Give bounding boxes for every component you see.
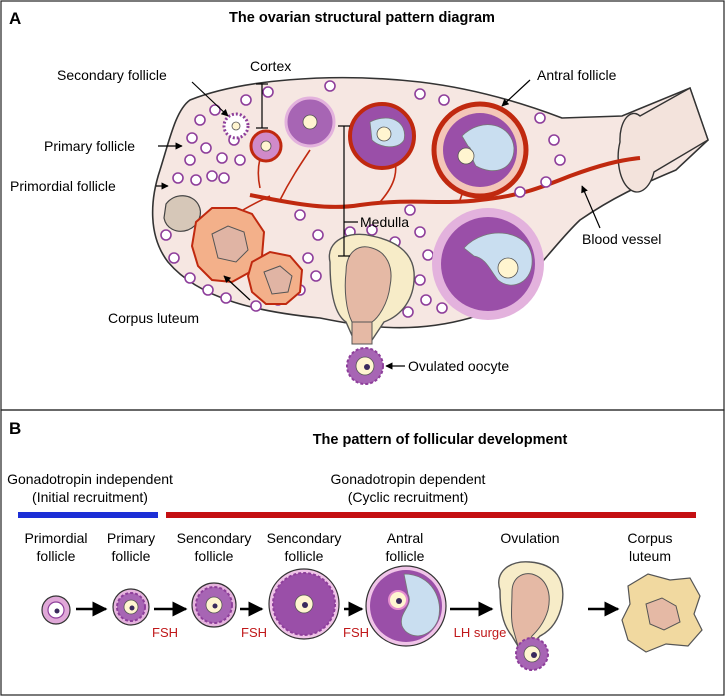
follicle-red-ring: [249, 129, 283, 163]
independent-line2: (Initial recruitment): [32, 489, 148, 505]
dependent-line2: (Cyclic recruitment): [348, 489, 469, 505]
secondary-follicle: [222, 112, 250, 140]
blood-vessel-main: [249, 156, 641, 209]
blood-vessel-branch: [279, 149, 311, 201]
label-secondary-follicle: Secondary follicle: [57, 67, 167, 83]
ovary-ligament: [617, 86, 709, 193]
stage-label-line2: follicle: [37, 548, 76, 564]
antral-follicle: [431, 101, 529, 199]
label-primary-follicle: Primary follicle: [44, 138, 135, 154]
corpus-luteum-small: [246, 250, 304, 305]
label-medulla: Medulla: [360, 214, 409, 230]
panel-b-title: The pattern of follicular development: [313, 432, 568, 448]
dependent-line1: Gonadotropin dependent: [331, 471, 486, 487]
stage-label-line1: Primordial: [24, 530, 87, 546]
stage-primary-follicle: [112, 588, 150, 626]
preantral-follicle: [348, 102, 416, 170]
stage-ovulation: [498, 561, 564, 671]
pointer-arrows: [156, 79, 601, 370]
ovulated-oocyte: [346, 347, 384, 385]
stage-label-line2: follicle: [195, 548, 234, 564]
hormone-label: FSH: [343, 625, 369, 640]
stage-label-line1: Sencondary: [267, 530, 342, 546]
hormone-label: LH surge: [454, 625, 507, 640]
stage-label-line2: luteum: [629, 548, 671, 564]
stage-label-line2: follicle: [112, 548, 151, 564]
large-secondary-follicle: [284, 96, 336, 148]
stage-label-line1: Sencondary: [177, 530, 252, 546]
label-cortex: Cortex: [250, 58, 291, 74]
label-ovulated-oocyte: Ovulated oocyte: [408, 358, 509, 374]
label-antral-follicle: Antral follicle: [537, 67, 617, 83]
large-antral-follicle: [432, 208, 544, 320]
stage-primordial-follicle: [41, 595, 71, 625]
stage-label-line2: follicle: [285, 548, 324, 564]
hormone-label: FSH: [152, 625, 178, 640]
stage-label-line1: Corpus: [627, 530, 672, 546]
stage-secondary-follicle-early: [191, 582, 237, 628]
stage-label-line1: Antral: [387, 530, 424, 546]
panel-a-letter: A: [9, 9, 21, 28]
cortex-bracket: [256, 83, 268, 129]
stage-label-line2: follicle: [386, 548, 425, 564]
label-blood-vessel: Blood vessel: [582, 231, 661, 247]
hormone-label: FSH: [241, 625, 267, 640]
independent-bar: [18, 512, 158, 518]
medulla-bracket: [338, 125, 358, 257]
dependent-bar: [166, 512, 696, 518]
stage-label-line1: Ovulation: [500, 530, 559, 546]
independent-line1: Gonadotropin independent: [7, 471, 173, 487]
stage-antral-follicle: [365, 565, 447, 647]
stage-label-line1: Primary: [107, 530, 155, 546]
panel-b-frame: [0, 409, 725, 696]
label-corpus-luteum: Corpus luteum: [108, 310, 199, 326]
ovulating-follicle: [328, 233, 415, 345]
stage-secondary-follicle-late: [268, 568, 340, 640]
stage-corpus-luteum: [621, 573, 703, 653]
panel-b-letter: B: [9, 419, 21, 438]
panel-a-title: The ovarian structural pattern diagram: [229, 10, 495, 26]
label-primordial-follicle: Primordial follicle: [10, 178, 116, 194]
